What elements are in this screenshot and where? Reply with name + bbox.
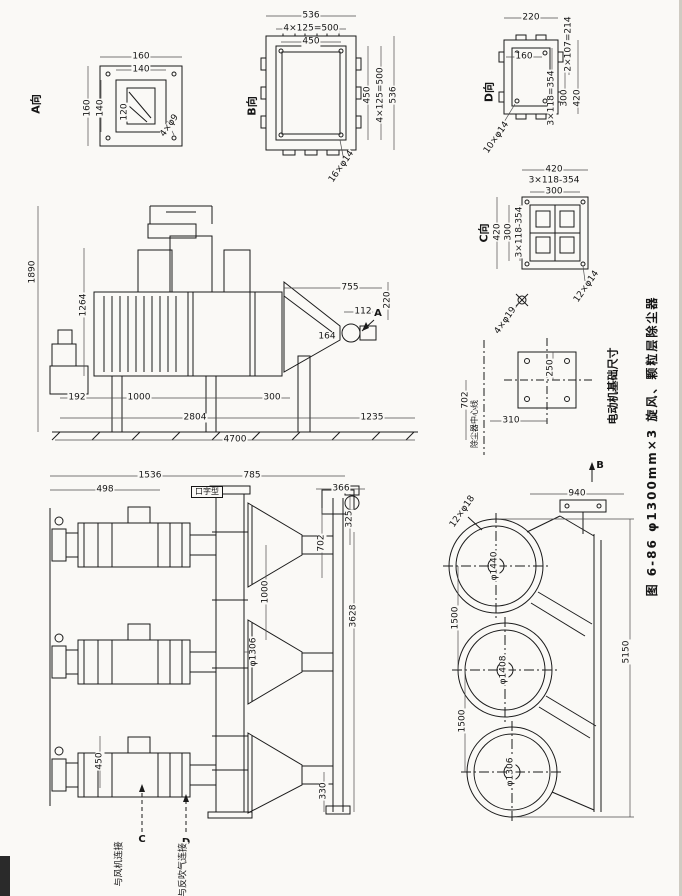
b-dim-536-top: 536 xyxy=(301,10,321,21)
view-b-linework xyxy=(260,30,362,156)
b-dim-450-top: 450 xyxy=(301,36,321,47)
view-c-title: C向 xyxy=(477,222,491,244)
p-dim-5150: 5150 xyxy=(621,639,632,665)
d-dim-160: 160 xyxy=(514,51,534,62)
b-dim-450-right: 450 xyxy=(362,85,373,105)
f-dim-702: 702 xyxy=(316,533,327,553)
s-dim-112: 112 xyxy=(353,306,373,317)
s-dim-1890: 1890 xyxy=(27,259,38,285)
s-arrow-a-label: A xyxy=(373,308,383,319)
p-dim-940: 940 xyxy=(567,488,587,499)
f-fan-connection-note: 与风机连接 xyxy=(114,840,125,888)
mb-centerline-note: 除尘器中心线 xyxy=(470,399,479,449)
c-dim-354-top: 3×118-354 xyxy=(527,175,581,186)
c-dim-300-left: 300 xyxy=(503,222,514,242)
f-dim-1000: 1000 xyxy=(260,579,271,605)
plan-view-linework xyxy=(443,462,607,823)
d-dim-354: 3×118=354 xyxy=(546,69,557,127)
a-dim-160-left: 160 xyxy=(82,98,93,118)
c-dim-354-left: 3×118-354 xyxy=(514,205,525,259)
s-dim-1235: 1235 xyxy=(359,412,385,423)
f-shape-note: 口字型 xyxy=(191,486,223,498)
f-dim-785: 785 xyxy=(242,470,262,481)
f-dim-1536: 1536 xyxy=(137,470,163,481)
b-dim-500-top: 4×125=500 xyxy=(282,23,340,34)
mb-dim-310: 310 xyxy=(501,415,521,426)
p-gap-1500-a: 1500 xyxy=(450,605,461,631)
motor-base-title: 电动机基础尺寸 xyxy=(606,346,620,426)
dimension-lines xyxy=(37,15,634,818)
d-dim-pitch: 2×107=214 xyxy=(563,15,574,73)
view-d-title: D向 xyxy=(482,80,496,104)
c-dim-420-left: 420 xyxy=(492,222,503,242)
f-blowback-connection-note: 与反吹气连接 xyxy=(179,841,189,896)
f-dim-3628: 3628 xyxy=(348,603,359,629)
f-dim-450: 450 xyxy=(94,751,105,771)
c-dim-420-top: 420 xyxy=(544,164,564,175)
s-dim-192: 192 xyxy=(67,392,87,403)
f-dim-dia1306: φ1306 xyxy=(248,636,259,668)
view-b-title: B向 xyxy=(245,95,259,117)
p-gap-1500-b: 1500 xyxy=(457,708,468,734)
s-dim-1264: 1264 xyxy=(78,292,89,318)
b-dim-500-right: 4×125=500 xyxy=(375,66,386,124)
d-dim-300: 300 xyxy=(559,88,570,108)
mb-dim-250: 250 xyxy=(545,358,556,378)
f-dim-325: 325 xyxy=(344,509,355,529)
front-view-linework xyxy=(49,485,360,832)
p-dia-1408: φ1408 xyxy=(498,654,509,686)
s-dim-164: 164 xyxy=(317,331,337,342)
f-section-c-label: C xyxy=(137,834,147,845)
figure-caption: 图 6-86 φ1300mm×3 旋风、颗粒层除尘器 xyxy=(645,294,659,598)
f-dim-366: 366 xyxy=(331,483,351,494)
s-dim-300: 300 xyxy=(262,392,282,403)
a-dim-160-top: 160 xyxy=(131,51,151,62)
s-dim-755: 755 xyxy=(340,282,360,293)
a-dim-140-left: 140 xyxy=(95,98,106,118)
s-dim-1000: 1000 xyxy=(126,392,152,403)
s-dim-4700: 4700 xyxy=(222,434,248,445)
f-dim-330: 330 xyxy=(318,781,329,801)
s-dim-220: 220 xyxy=(382,290,393,310)
d-dim-420: 420 xyxy=(572,88,583,108)
c-dim-300-top: 300 xyxy=(544,186,564,197)
s-dim-2804: 2804 xyxy=(182,412,208,423)
a-dim-140-top: 140 xyxy=(131,64,151,75)
side-view-linework xyxy=(49,205,418,441)
motor-base-linework xyxy=(483,338,592,455)
a-dim-120: 120 xyxy=(119,102,130,122)
f-dim-498: 498 xyxy=(95,484,115,495)
b-dim-536-right: 536 xyxy=(388,85,399,105)
p-arrow-b-label: B xyxy=(595,460,605,471)
d-dim-220: 220 xyxy=(521,12,541,23)
view-a-title: A向 xyxy=(29,93,43,115)
p-dia-1306: φ1306 xyxy=(505,756,516,788)
p-dia-1440: φ1440 xyxy=(489,550,500,582)
